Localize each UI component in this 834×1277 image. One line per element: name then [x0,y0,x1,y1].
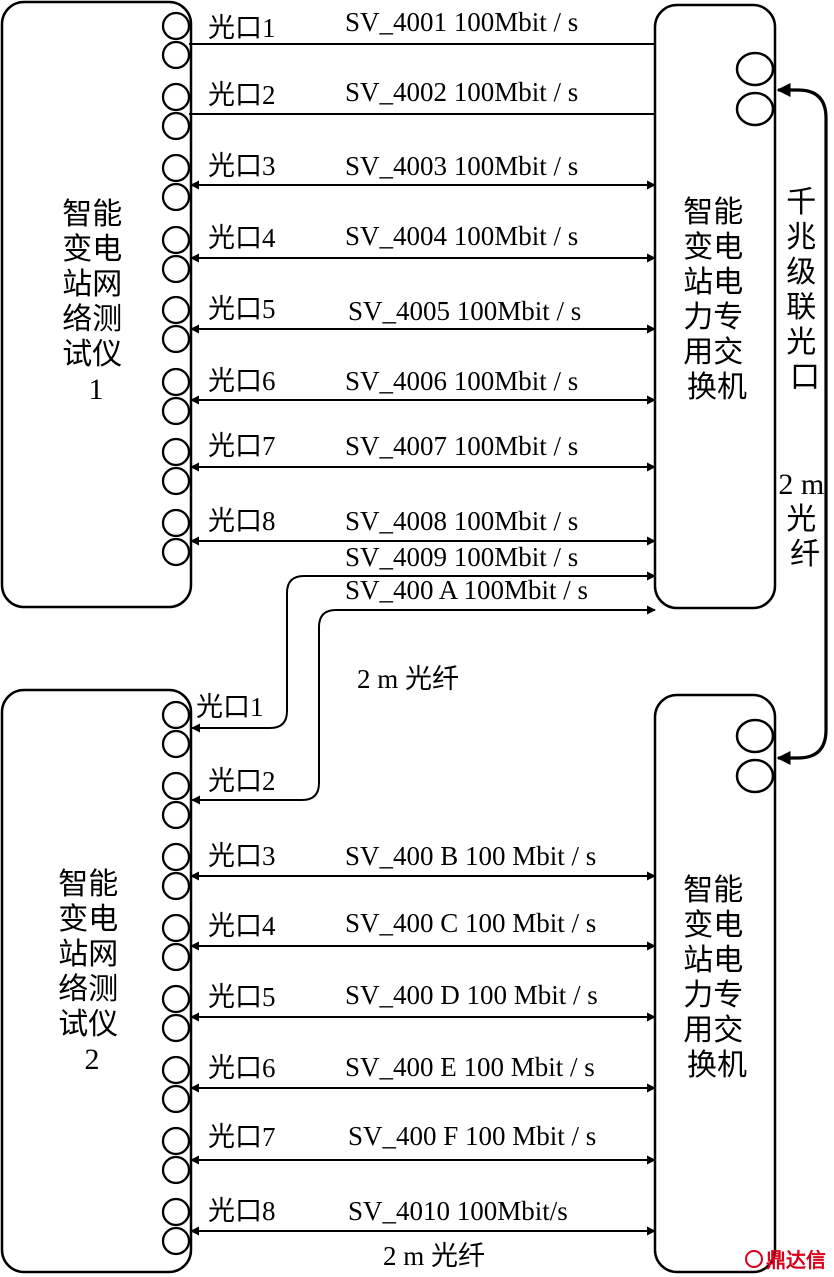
switch-2-box [653,693,777,1274]
port-circle [161,984,191,1014]
cross-links [191,571,656,805]
tester-2-labels: 光口1 光口2 光口3 SV_400 B 100 Mbit / s 光口4 SV… [196,692,598,1271]
port-label: 光口7 [208,431,276,461]
stream-label: SV_400 C 100 Mbit / s [345,908,596,938]
port-label: 光口6 [208,1053,276,1083]
port-circle [161,295,191,325]
tester-2-box [0,688,193,1274]
port-label: 光口5 [208,982,276,1012]
stream-label: SV_4003 100Mbit / s [345,151,578,181]
port-circle [161,225,191,255]
port-circle [161,537,191,567]
stream-label: SV_4010 100Mbit/s [348,1196,568,1226]
tester-1-label: 智能 变电 站网 络测 试仪 1 [62,198,130,406]
cross-stream-label: SV_4009 100Mbit / s [345,542,578,572]
cascade-port-label: 千 兆 级 联 光 口 [786,186,824,394]
port-circle [161,1013,191,1043]
switch-1-box [653,3,777,610]
port-circle [161,111,191,141]
stream-label: SV_4006 100Mbit / s [345,366,578,396]
stream-label: SV_4002 100Mbit / s [345,77,578,107]
cascade-link [776,83,828,765]
tester-1-port-circles [161,11,191,567]
port-circle [161,40,191,70]
port-circle [161,1226,191,1256]
switch-2-label: 智能 变电 站电 力专 用交 换机 [683,874,751,1082]
cascade-fiber-label: 2 m 光 纤 [778,468,831,571]
port-label: 光口5 [208,294,276,324]
cascade-port-circle [735,758,775,794]
port-label: 光口8 [208,1196,276,1226]
stream-label: SV_4007 100Mbit / s [345,431,578,461]
cross-stream-label: SV_400 A 100Mbit / s [345,575,588,605]
stream-label: SV_400 D 100 Mbit / s [345,980,598,1010]
port-label: 光口6 [208,366,276,396]
port-label: 光口4 [208,911,276,941]
port-circle [161,800,191,830]
stream-label: SV_4008 100Mbit / s [345,506,578,536]
stream-label: SV_4001 100Mbit / s [345,7,578,37]
cascade-port-circle [735,718,775,754]
port-label: 光口8 [208,506,276,536]
stream-label: SV_400 B 100 Mbit / s [345,841,596,871]
port-circle [161,700,191,730]
stream-label: SV_400 F 100 Mbit / s [348,1121,596,1151]
tester-1-box [0,0,193,609]
cross-link-port-2 [191,605,656,805]
port-circle [161,729,191,759]
stream-label: SV_400 E 100 Mbit / s [345,1052,595,1082]
port-circle [161,396,191,426]
port-circle [161,771,191,801]
port-circle [161,871,191,901]
bottom-fiber-label: 2 m 光纤 [383,1241,485,1271]
tester-2-port-circles [161,700,191,1256]
port-circle [161,508,191,538]
port-circle [161,182,191,212]
port-circle [161,324,191,354]
port-circle [161,466,191,496]
tester-1-labels: 光口1 SV_4001 100Mbit / s 光口2 SV_4002 100M… [208,7,588,694]
watermark-text: 鼎达信 [766,1248,826,1272]
tester-2-links [190,871,656,1236]
port-circle [161,82,191,112]
port-circle [161,842,191,872]
stream-label: SV_4004 100Mbit / s [345,221,578,251]
port-circle [161,1084,191,1114]
port-label: 光口3 [208,151,276,181]
stream-label: SV_4005 100Mbit / s [348,296,581,326]
port-circle [161,437,191,467]
port-circle [161,153,191,183]
cascade-port-circle [735,51,775,87]
port-label: 光口4 [208,223,276,253]
port-circle [161,942,191,972]
port-label: 光口2 [208,80,276,110]
port-circle [161,1055,191,1085]
port-circle [161,254,191,284]
tester-2-label: 智能 变电 站网 络测 试仪 2 [58,868,126,1076]
switch-1-label: 智能 变电 站电 力专 用交 换机 [683,196,751,404]
watermark-logo: 鼎达信 [745,1244,826,1273]
port-circle [161,367,191,397]
port-circle [161,1197,191,1227]
port-label: 光口7 [208,1122,276,1152]
port-label: 光口2 [208,766,276,796]
watermark-icon [745,1249,763,1268]
port-circle [161,11,191,41]
port-circle [161,1155,191,1185]
tester-1-links [189,43,656,546]
port-circle [161,1126,191,1156]
cross-fiber-label: 2 m 光纤 [357,664,459,694]
port-label: 光口1 [196,692,264,722]
port-label: 光口1 [208,13,276,43]
switch-cascade-port-circles [735,51,775,794]
cascade-port-circle [735,91,775,127]
port-label: 光口3 [208,841,276,871]
port-circle [161,913,191,943]
